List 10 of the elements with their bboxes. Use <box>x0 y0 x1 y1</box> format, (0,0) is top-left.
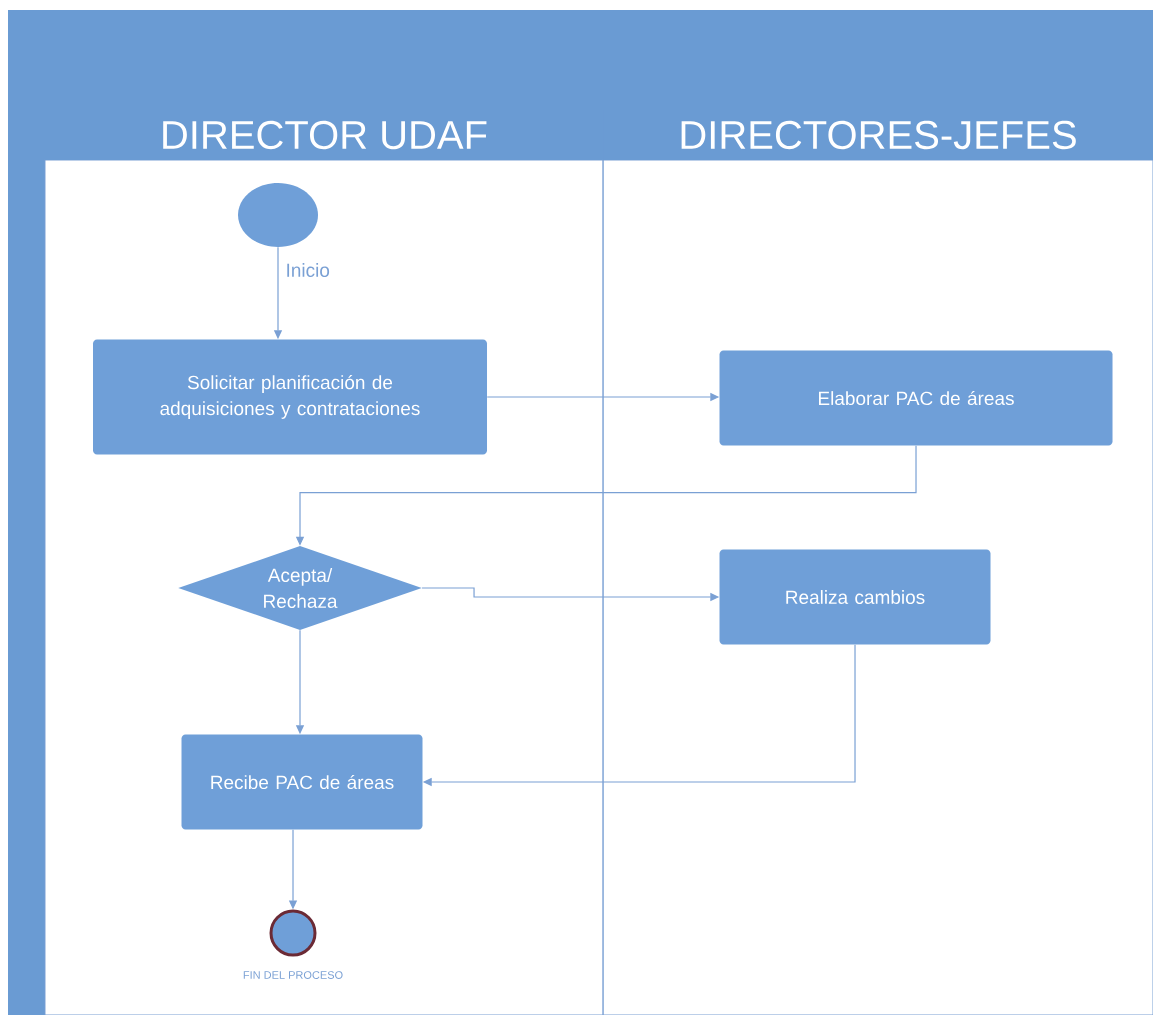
node-label: DIRECTOR UDAF <box>163 120 487 150</box>
process-box: Realiza cambios <box>719 549 991 645</box>
process-box: Elaborar PAC de áreas <box>719 350 1113 446</box>
process-box: Recibe PAC de áreas <box>181 734 423 830</box>
start-circle <box>238 183 318 247</box>
process-box: Solicitar planificación de adquisiciones y contrataciones <box>93 339 487 455</box>
node-caption: Inicio <box>287 263 330 277</box>
node-label: DIRECTORES-JEFES <box>681 120 1076 150</box>
node-caption: FIN DEL PROCESO <box>243 971 343 979</box>
end-circle <box>269 909 317 957</box>
